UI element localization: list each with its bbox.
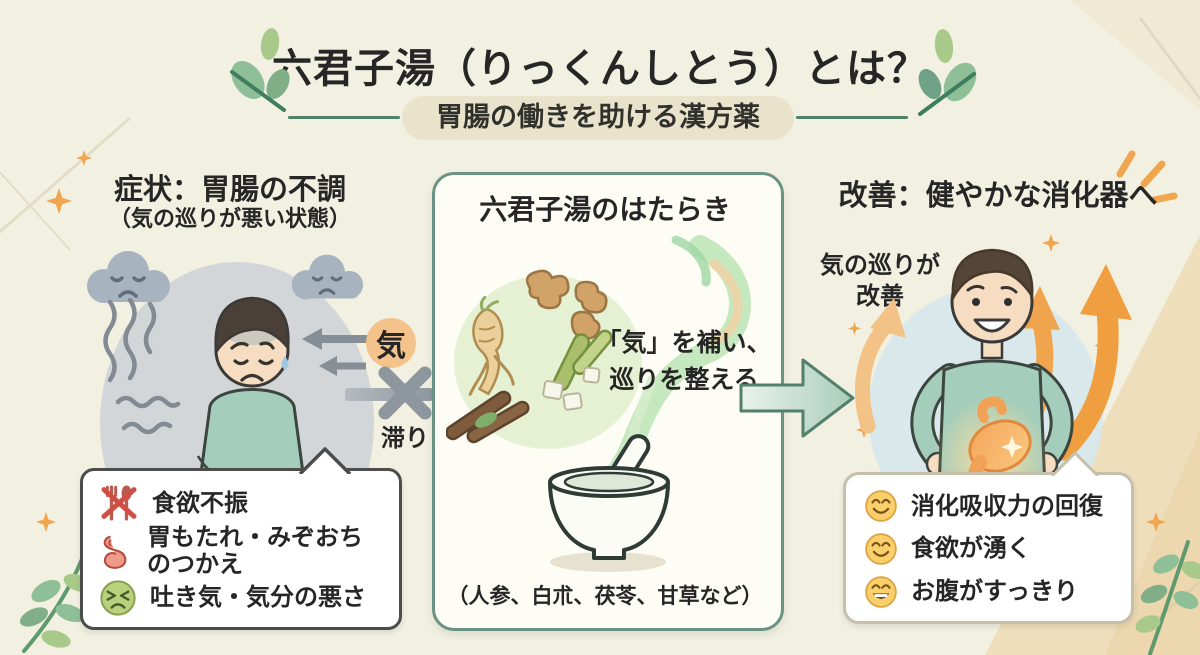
left-section-heading: 症状：胃腸の不調 bbox=[113, 172, 346, 206]
sparkle-dashes-icon bbox=[1116, 150, 1178, 204]
left-section-subheading: （気の巡りが悪い状態） bbox=[108, 207, 351, 232]
symptom-text: 吐き気・気分の悪さ bbox=[150, 583, 366, 612]
stagnation-label: 滞り bbox=[381, 424, 429, 452]
list-item: お腹がすっきり bbox=[864, 575, 1119, 609]
sparkle-icon bbox=[46, 188, 72, 214]
card-title: 六君子湯のはたらき bbox=[479, 193, 731, 226]
grin-face-icon bbox=[865, 575, 897, 608]
ki-badge: 気 bbox=[366, 318, 416, 368]
symptoms-bubble: 食欲不振 胃もたれ・みぞおちのつかえ 吐き気・気分の悪さ bbox=[80, 468, 402, 630]
symptom-text: 胃もたれ・みぞおちのつかえ bbox=[147, 522, 363, 578]
stress-squiggles-icon bbox=[103, 298, 157, 383]
list-item: 消化吸収力の回復 bbox=[864, 489, 1119, 523]
sparkle-icon bbox=[1042, 234, 1060, 252]
sparkle-icon bbox=[848, 322, 861, 335]
blocked-x-icon bbox=[378, 366, 432, 420]
list-item: 食欲不振 bbox=[99, 483, 385, 523]
right-section-heading: 改善：健やかな消化器へ bbox=[838, 178, 1158, 212]
mortar-pestle-icon bbox=[548, 434, 670, 572]
rising-arrows-icon bbox=[855, 264, 1132, 461]
stomach-icon bbox=[103, 535, 127, 569]
badge-line-right bbox=[796, 116, 908, 119]
ki-label: 気 bbox=[376, 329, 406, 364]
no-appetite-icon bbox=[101, 485, 137, 521]
leaf-branch-bottom-right-icon bbox=[1135, 540, 1200, 655]
sparkle-icon bbox=[36, 512, 56, 532]
leaf-sprig-top-right-icon bbox=[918, 29, 977, 116]
ki-arrows-icon bbox=[302, 328, 372, 376]
effect-line-1: 「気」を補い、 bbox=[596, 328, 772, 357]
effect-line-2: 巡りを整える bbox=[609, 365, 759, 394]
list-item: 吐き気・気分の悪さ bbox=[99, 579, 385, 617]
stress-squiggles-icon bbox=[116, 395, 181, 435]
symptom-text: 食欲不振 bbox=[152, 488, 248, 517]
nausea-face-icon bbox=[100, 580, 136, 616]
list-item: 胃もたれ・みぞおちのつかえ bbox=[99, 522, 385, 578]
sparkle-icon bbox=[1146, 512, 1166, 532]
effect-text: 「気」を補い、 巡りを整える bbox=[590, 324, 778, 398]
smile-face-icon bbox=[865, 533, 897, 565]
benefit-text: お腹がすっきり bbox=[911, 577, 1079, 606]
badge-line-left bbox=[288, 116, 400, 119]
leaf-branch-bottom-left-icon bbox=[19, 557, 93, 653]
list-item: 食欲が湧く bbox=[864, 532, 1119, 566]
speech-tail bbox=[298, 447, 352, 474]
benefit-text: 食欲が湧く bbox=[911, 534, 1031, 563]
flow-arrow-icon bbox=[739, 358, 855, 438]
benefit-text: 消化吸収力の回復 bbox=[911, 491, 1103, 520]
smile-face-icon bbox=[865, 490, 897, 523]
herbs-illustration bbox=[446, 269, 642, 449]
ingredients-note: （人参、白朮、茯苓、甘草など） bbox=[447, 584, 763, 608]
sad-cloud-icon bbox=[87, 251, 170, 303]
page-title: 六君子湯（りっくんしとう）とは？ bbox=[272, 46, 928, 92]
speech-tail bbox=[1050, 451, 1100, 476]
sparkle-icon bbox=[76, 150, 92, 166]
sad-cloud-icon bbox=[291, 254, 364, 300]
improved-flow-label: 気の巡りが 改善 bbox=[814, 250, 946, 312]
benefits-bubble: 消化吸収力の回復 食欲が湧く お腹がすっきり bbox=[843, 472, 1134, 624]
subtitle-badge: 胃腸の働きを助ける漢方薬 bbox=[402, 96, 794, 140]
improved-flow-line-1: 気の巡りが bbox=[820, 251, 940, 279]
leaf-sprig-top-left-icon bbox=[230, 28, 290, 112]
